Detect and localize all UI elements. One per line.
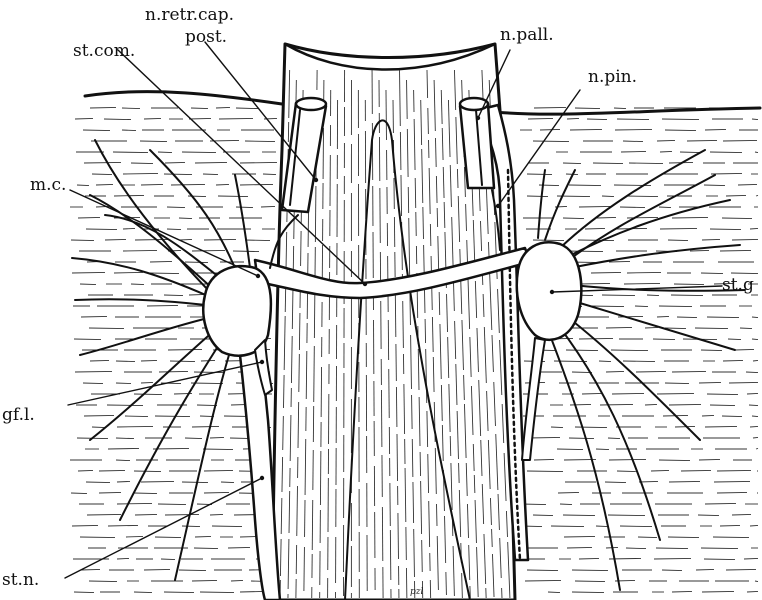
label-n-pin: n.pin.	[588, 67, 637, 87]
label-gf-l: gf.l.	[2, 405, 35, 425]
label-n-retr-cap: n.retr.cap.	[145, 5, 234, 25]
artist-signature: pzl	[410, 587, 424, 597]
right-radiating-nerves	[538, 150, 745, 590]
label-st-com: st.com.	[73, 41, 135, 61]
label-post: post.	[185, 27, 227, 47]
label-st-n: st.n.	[2, 570, 39, 590]
label-n-pall: n.pall.	[500, 25, 554, 45]
label-m-c: m.c.	[30, 175, 66, 195]
label-st-g: st.g	[722, 275, 754, 295]
left-radiating-nerves	[72, 140, 250, 580]
